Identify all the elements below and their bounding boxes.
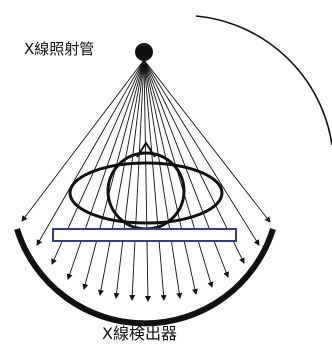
x-ray-beam-17 — [144, 60, 270, 222]
gantry-rotation-arc — [196, 16, 332, 145]
x-ray-source — [135, 43, 153, 61]
x-ray-beams — [22, 60, 270, 301]
x-ray-beam-6 — [100, 60, 144, 295]
x-ray-beam-4 — [68, 60, 144, 279]
x-ray-detector-label: X線検出器 — [102, 326, 177, 342]
x-ray-beam-7 — [116, 60, 144, 298]
x-ray-beam-8 — [132, 60, 144, 300]
x-ray-beam-12 — [144, 60, 196, 294]
x-ray-beam-16 — [144, 60, 259, 245]
x-ray-beam-1 — [22, 60, 144, 221]
patient-table — [53, 229, 236, 241]
x-ray-tube-label: X線照射管 — [24, 42, 94, 57]
x-ray-beam-5 — [84, 60, 144, 289]
x-ray-beam-2 — [37, 60, 144, 245]
